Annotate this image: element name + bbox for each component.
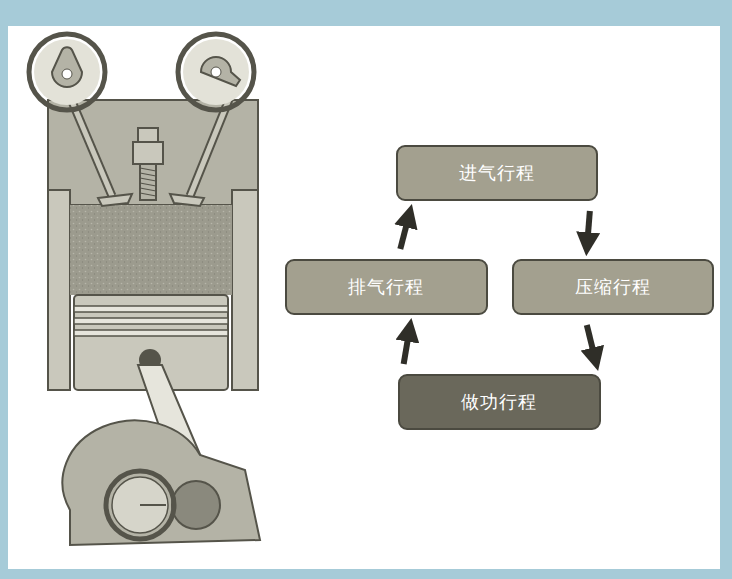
stroke-label: 排气行程 <box>348 275 424 299</box>
thread-stroke <box>140 188 156 191</box>
stroke-box: 做功行程 <box>398 374 601 430</box>
stroke-box: 压缩行程 <box>512 259 714 315</box>
stroke-label: 压缩行程 <box>575 275 651 299</box>
stroke-label: 进气行程 <box>459 161 535 185</box>
thread-stroke <box>140 178 156 181</box>
cycle-arrow <box>587 325 597 364</box>
stroke-label: 做功行程 <box>461 390 537 414</box>
thread-stroke <box>140 193 156 196</box>
stroke-box: 排气行程 <box>285 259 488 315</box>
thread-stroke <box>140 168 156 171</box>
thread-stroke <box>140 183 156 186</box>
cycle-arrow <box>400 211 410 249</box>
stroke-box: 进气行程 <box>396 145 598 201</box>
cycle-arrow <box>404 325 411 364</box>
cycle-arrow <box>587 211 590 249</box>
thread-stroke <box>140 173 156 176</box>
